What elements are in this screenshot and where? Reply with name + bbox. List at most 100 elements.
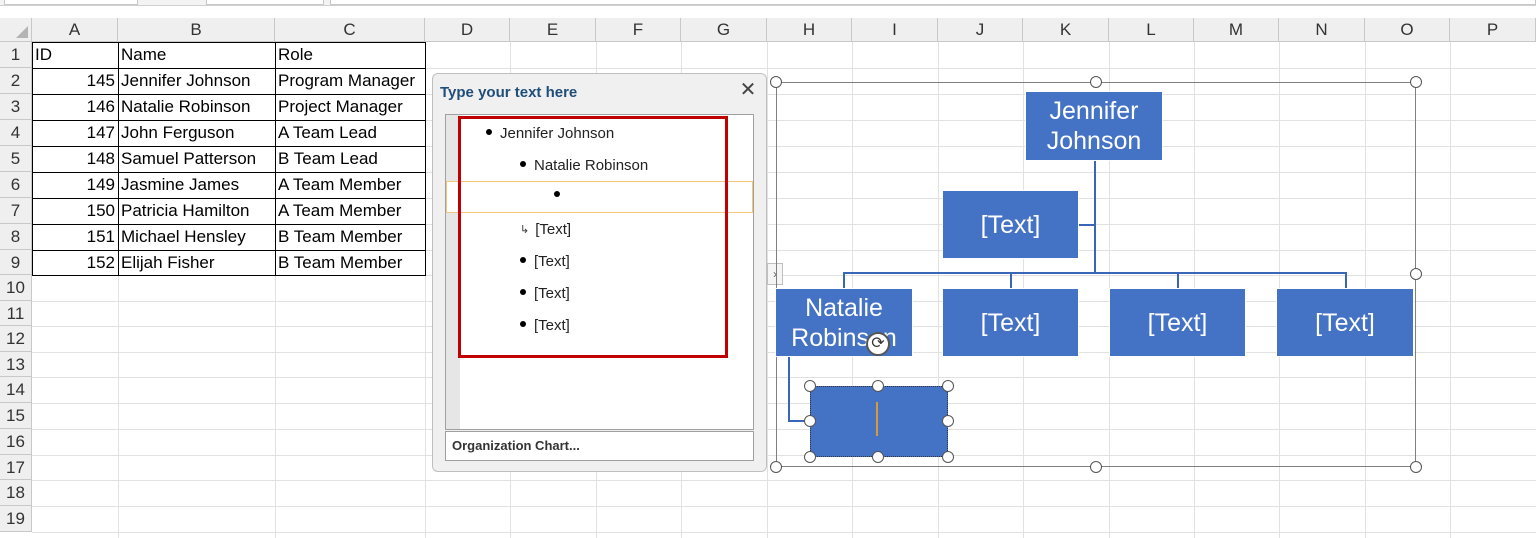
rotate-handle-icon[interactable]: ⟳ xyxy=(866,332,890,356)
row-header-17[interactable]: 17 xyxy=(0,455,32,480)
cell-name[interactable]: Patricia Hamilton xyxy=(121,201,250,220)
pane-list-item[interactable]: [Text] xyxy=(520,311,570,341)
row-header-15[interactable]: 15 xyxy=(0,403,32,429)
cell-role[interactable]: B Team Member xyxy=(278,253,403,272)
column-header-e[interactable]: E xyxy=(510,18,596,42)
row-header-12[interactable]: 12 xyxy=(0,326,32,352)
row-header-14[interactable]: 14 xyxy=(0,377,32,403)
cell-id[interactable]: 150 xyxy=(86,201,115,220)
pane-list-item[interactable] xyxy=(554,181,568,211)
cell-id[interactable]: 146 xyxy=(86,97,115,116)
column-header-p[interactable]: P xyxy=(1450,18,1536,42)
resize-handle[interactable] xyxy=(1410,76,1422,88)
row-header-1[interactable]: 1 xyxy=(0,42,32,68)
cell-role[interactable]: B Team Member xyxy=(278,227,403,246)
row-header-7[interactable]: 7 xyxy=(0,198,32,224)
column-header-k[interactable]: K xyxy=(1023,18,1109,42)
resize-handle[interactable] xyxy=(804,415,816,427)
row-header-5[interactable]: 5 xyxy=(0,146,32,172)
cell-id[interactable]: 145 xyxy=(86,71,115,90)
cell-role[interactable]: A Team Member xyxy=(278,201,402,220)
cell-id[interactable]: 147 xyxy=(86,123,115,142)
cell-name[interactable]: Samuel Patterson xyxy=(121,149,257,168)
resize-handle[interactable] xyxy=(1090,461,1102,473)
column-header-i[interactable]: I xyxy=(852,18,938,42)
resize-handle[interactable] xyxy=(942,380,954,392)
column-header-h[interactable]: H xyxy=(767,18,852,42)
close-icon[interactable]: ✕ xyxy=(739,79,757,101)
active-bullet-row[interactable] xyxy=(446,181,753,213)
org-box-level2[interactable]: Natalie Robinson xyxy=(775,288,913,357)
org-box-level2[interactable]: [Text] xyxy=(942,288,1079,357)
cell-id[interactable]: 152 xyxy=(86,253,115,272)
pane-list-item[interactable]: [Text] xyxy=(520,247,570,277)
column-header-b[interactable]: B xyxy=(118,18,275,42)
cell-name[interactable]: John Ferguson xyxy=(121,123,235,142)
cell-id[interactable]: 148 xyxy=(86,149,115,168)
column-header-l[interactable]: L xyxy=(1109,18,1194,42)
resize-handle[interactable] xyxy=(804,380,816,392)
tab-middle[interactable] xyxy=(206,0,324,5)
cell-name[interactable]: Michael Hensley xyxy=(121,227,246,246)
org-box-assistant[interactable]: [Text] xyxy=(942,190,1079,259)
row-header-18[interactable]: 18 xyxy=(0,480,32,506)
cell-name[interactable]: Jasmine James xyxy=(121,175,240,194)
row-header-19[interactable]: 19 xyxy=(0,506,32,532)
org-box-top[interactable]: Jennifer Johnson xyxy=(1025,91,1163,161)
column-header-m[interactable]: M xyxy=(1194,18,1279,42)
column-header-j[interactable]: J xyxy=(938,18,1023,42)
cell-role[interactable]: A Team Lead xyxy=(278,123,377,142)
resize-handle[interactable] xyxy=(770,461,782,473)
resize-handle[interactable] xyxy=(1410,268,1422,280)
resize-handle[interactable] xyxy=(872,380,884,392)
org-chart-footer-link[interactable]: Organization Chart... xyxy=(445,431,754,461)
select-all-corner[interactable] xyxy=(0,18,32,42)
new-org-box[interactable] xyxy=(810,386,948,457)
cell-name[interactable]: Elijah Fisher xyxy=(121,253,215,272)
resize-handle[interactable] xyxy=(770,76,782,88)
column-header-d[interactable]: D xyxy=(425,18,510,42)
pane-list-item[interactable]: Jennifer Johnson xyxy=(486,119,614,149)
org-box-level2[interactable]: [Text] xyxy=(1276,288,1414,357)
pane-list-item[interactable]: [Text] xyxy=(520,279,570,309)
pane-list-item[interactable]: Natalie Robinson xyxy=(520,151,648,181)
header-cell[interactable]: Name xyxy=(121,45,167,64)
chevron-right-icon[interactable]: › xyxy=(767,263,783,285)
row-header-6[interactable]: 6 xyxy=(0,172,32,198)
row-header-10[interactable]: 10 xyxy=(0,275,32,301)
row-header-13[interactable]: 13 xyxy=(0,352,32,377)
tab-left[interactable] xyxy=(4,0,138,5)
column-header-o[interactable]: O xyxy=(1365,18,1450,42)
resize-handle[interactable] xyxy=(942,415,954,427)
cell-role[interactable]: Program Manager xyxy=(278,71,416,90)
pane-list-item[interactable]: ↳[Text] xyxy=(520,215,571,245)
cell-id[interactable]: 149 xyxy=(86,175,115,194)
column-header-f[interactable]: F xyxy=(596,18,681,42)
cell-role[interactable]: B Team Lead xyxy=(278,149,378,168)
cell-role[interactable]: Project Manager xyxy=(278,97,403,116)
cell-name[interactable]: Jennifer Johnson xyxy=(121,71,251,90)
column-header-a[interactable]: A xyxy=(32,18,118,42)
column-header-g[interactable]: G xyxy=(681,18,767,42)
column-header-c[interactable]: C xyxy=(275,18,425,42)
resize-handle[interactable] xyxy=(804,451,816,463)
header-cell[interactable]: ID xyxy=(35,45,52,64)
row-header-9[interactable]: 9 xyxy=(0,250,32,275)
resize-handle[interactable] xyxy=(1410,461,1422,473)
resize-handle[interactable] xyxy=(1090,76,1102,88)
cell-id[interactable]: 151 xyxy=(86,227,115,246)
row-header-8[interactable]: 8 xyxy=(0,224,32,250)
row-header-3[interactable]: 3 xyxy=(0,94,32,120)
row-header-16[interactable]: 16 xyxy=(0,429,32,455)
org-box-level2[interactable]: [Text] xyxy=(1109,288,1246,357)
resize-handle[interactable] xyxy=(872,451,884,463)
cell-role[interactable]: A Team Member xyxy=(278,175,402,194)
row-header-4[interactable]: 4 xyxy=(0,120,32,146)
resize-handle[interactable] xyxy=(942,451,954,463)
header-cell[interactable]: Role xyxy=(278,45,313,64)
row-header-2[interactable]: 2 xyxy=(0,68,32,94)
column-header-n[interactable]: N xyxy=(1279,18,1365,42)
cell-name[interactable]: Natalie Robinson xyxy=(121,97,251,116)
row-header-11[interactable]: 11 xyxy=(0,301,32,326)
